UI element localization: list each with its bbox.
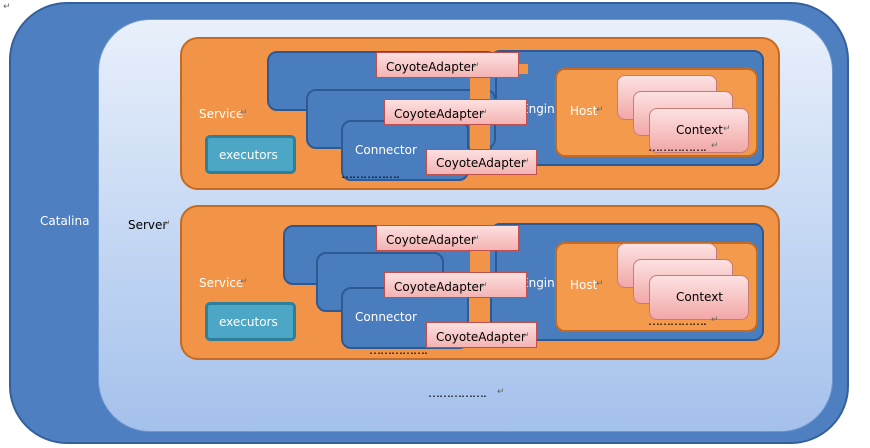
paragraph-mark: ↵ [472, 61, 480, 71]
coyote-adapter-label: CoyoteAdapter [394, 107, 484, 121]
context-label: Context [676, 123, 724, 137]
server-label: Server [128, 218, 168, 232]
paragraph-mark: ↵ [711, 141, 719, 151]
coyote-adapter-label: CoyoteAdapter [436, 156, 526, 170]
service-label: Service [199, 107, 244, 121]
engine-label: Engine [521, 102, 563, 116]
coyote-adapter [426, 322, 537, 348]
coyote-adapter [384, 99, 527, 125]
paragraph-mark: ↵ [723, 124, 731, 134]
connector-label: Connector [355, 143, 417, 157]
coyote-adapter-label: CoyoteAdapter [386, 233, 476, 247]
ellipsis: ……………. [648, 140, 707, 154]
paragraph-mark: ↵ [480, 108, 488, 118]
adapter-connector-bar [518, 64, 528, 74]
coyote-adapter [426, 149, 537, 175]
paragraph-mark: ↵ [240, 108, 248, 118]
ellipsis: ……………. [648, 314, 707, 328]
context-label: Context [676, 290, 724, 304]
paragraph-mark: ↵ [163, 219, 171, 229]
ellipsis: ……………. [369, 343, 428, 357]
context-card [649, 108, 749, 153]
service-label: Service [199, 276, 244, 290]
executors-label: executors [219, 315, 278, 329]
connector-label: Connector [355, 310, 417, 324]
ellipsis: ……………. [428, 386, 487, 400]
catalina-label: Catalina [40, 214, 90, 228]
host-label: Host [570, 104, 598, 118]
executors-box [205, 135, 296, 174]
coyote-adapter-label: CoyoteAdapter [436, 330, 526, 344]
coyote-adapter-label: CoyoteAdapter [386, 60, 476, 74]
coyote-adapter [376, 225, 519, 251]
paragraph-mark: ↵ [240, 277, 248, 287]
executors-label: executors [219, 148, 278, 162]
paragraph-mark: ↵ [522, 331, 530, 341]
paragraph-mark: ↵ [711, 315, 719, 325]
ellipsis: ……………. [341, 167, 400, 181]
executors-box [205, 302, 296, 341]
coyote-adapter [384, 272, 527, 298]
paragraph-mark: ↵ [596, 105, 604, 115]
coyote-adapter [376, 52, 519, 78]
paragraph-mark: ↵ [522, 157, 530, 167]
paragraph-mark: ↵ [596, 279, 604, 289]
paragraph-mark: ↵ [480, 281, 488, 291]
paragraph-mark: ↵ [3, 2, 11, 12]
engine-label: Engine [521, 276, 563, 290]
context-card [649, 275, 749, 320]
host-label: Host [570, 278, 598, 292]
paragraph-mark: ↵ [497, 387, 505, 397]
coyote-adapter-label: CoyoteAdapter [394, 280, 484, 294]
paragraph-mark: ↵ [472, 234, 480, 244]
